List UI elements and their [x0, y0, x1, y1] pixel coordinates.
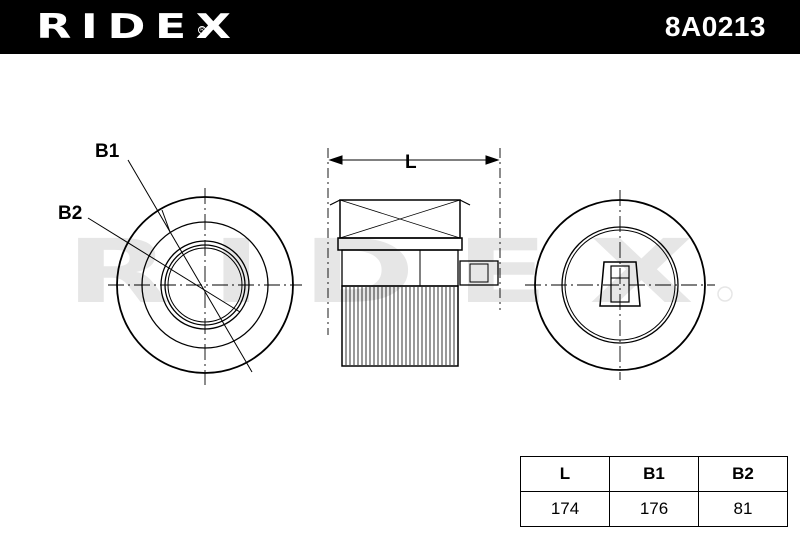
- side-view: [327, 148, 501, 367]
- left-end-view: [87, 159, 302, 385]
- value-cell-l: 174: [520, 491, 610, 527]
- label-b2: B2: [58, 203, 82, 224]
- brand-logo: RIDEX: [36, 7, 241, 47]
- dimensions-table: L B1 B2 174 176 81: [520, 456, 788, 527]
- dimensions-header-row: L B1 B2: [520, 456, 788, 492]
- dimensions-value-row: 174 176 81: [520, 491, 788, 527]
- header-cell-b1: B1: [609, 456, 699, 492]
- registered-mark-icon: R: [198, 26, 206, 34]
- value-cell-b2: 81: [698, 491, 788, 527]
- label-b1: B1: [95, 141, 120, 162]
- label-l: L: [405, 152, 417, 173]
- header-cell-b2: B2: [698, 456, 788, 492]
- header-cell-l: L: [520, 456, 610, 492]
- header-bar: RIDEX R 8A0213: [0, 0, 800, 54]
- part-number: 8A0213: [664, 11, 766, 42]
- right-end-view: [525, 190, 715, 380]
- pleats: [345, 287, 455, 365]
- technical-drawing: RIDEX B1 B2: [58, 141, 733, 385]
- value-cell-b1: 176: [609, 491, 699, 527]
- watermark-reg-icon: [717, 286, 733, 302]
